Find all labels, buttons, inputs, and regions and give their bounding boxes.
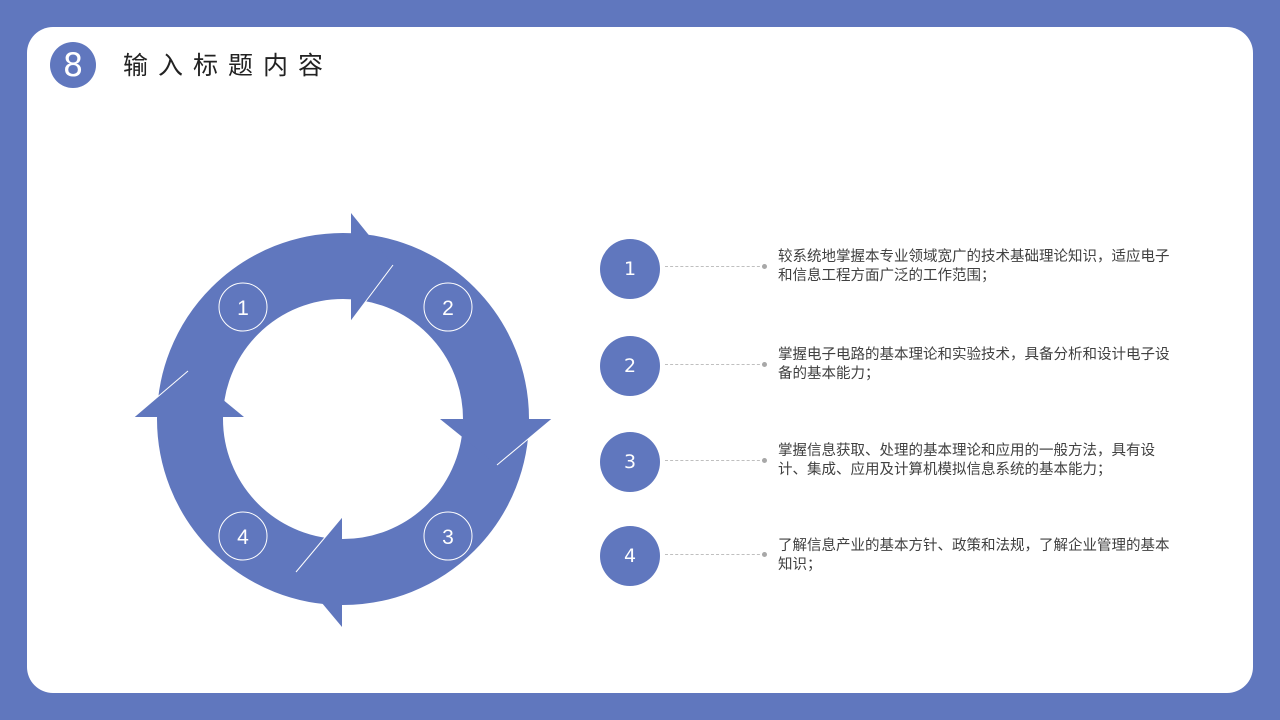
cycle-step-label: 1 [237, 297, 249, 320]
cycle-step-label: 3 [442, 526, 454, 549]
cycle-step-ring [218, 282, 268, 332]
list-item-text: 了解信息产业的基本方针、政策和法规，了解企业管理的基本知识； [778, 538, 1170, 573]
cycle-step-label: 2 [442, 297, 454, 320]
cycle-step-label: 4 [237, 526, 249, 549]
connector-line [665, 460, 765, 461]
cycle-step-ring [423, 282, 473, 332]
connector-dot [762, 264, 767, 269]
cycle-arrow-top [351, 213, 393, 321]
connector-dot [762, 362, 767, 367]
cycle-separator [350, 264, 394, 322]
cycle-step-ring [218, 511, 268, 561]
list-item-text: 较系统地掌握本专业领域宽广的技术基础理论知识，适应电子和信息工程方面广泛的工作范… [778, 249, 1170, 284]
connector-line [665, 554, 765, 555]
connector-dot [762, 458, 767, 463]
list-item-number: 2 [600, 336, 660, 396]
connector-dot [762, 552, 767, 557]
list-item-number: 3 [600, 432, 660, 492]
list-item-text: 掌握电子电路的基本理论和实验技术，具备分析和设计电子设备的基本能力； [778, 347, 1170, 382]
cycle-arrow-bottom [296, 517, 342, 627]
page-title: 输入标题内容 [123, 51, 334, 80]
connector-line [665, 364, 765, 365]
cycle-separator [295, 516, 343, 573]
cycle-step-ring [423, 511, 473, 561]
list-item-number: 1 [600, 239, 660, 299]
cycle-separator [133, 370, 189, 418]
list-item-number: 4 [600, 526, 660, 586]
cycle-separator [496, 418, 553, 466]
section-number-badge: 8 [50, 42, 96, 88]
list-item-text: 掌握信息获取、处理的基本理论和应用的一般方法，具有设计、集成、应用及计算机模拟信… [778, 443, 1155, 478]
cycle-arrow-right [440, 419, 552, 465]
cycle-arrow-left [134, 371, 244, 417]
connector-line [665, 266, 765, 267]
